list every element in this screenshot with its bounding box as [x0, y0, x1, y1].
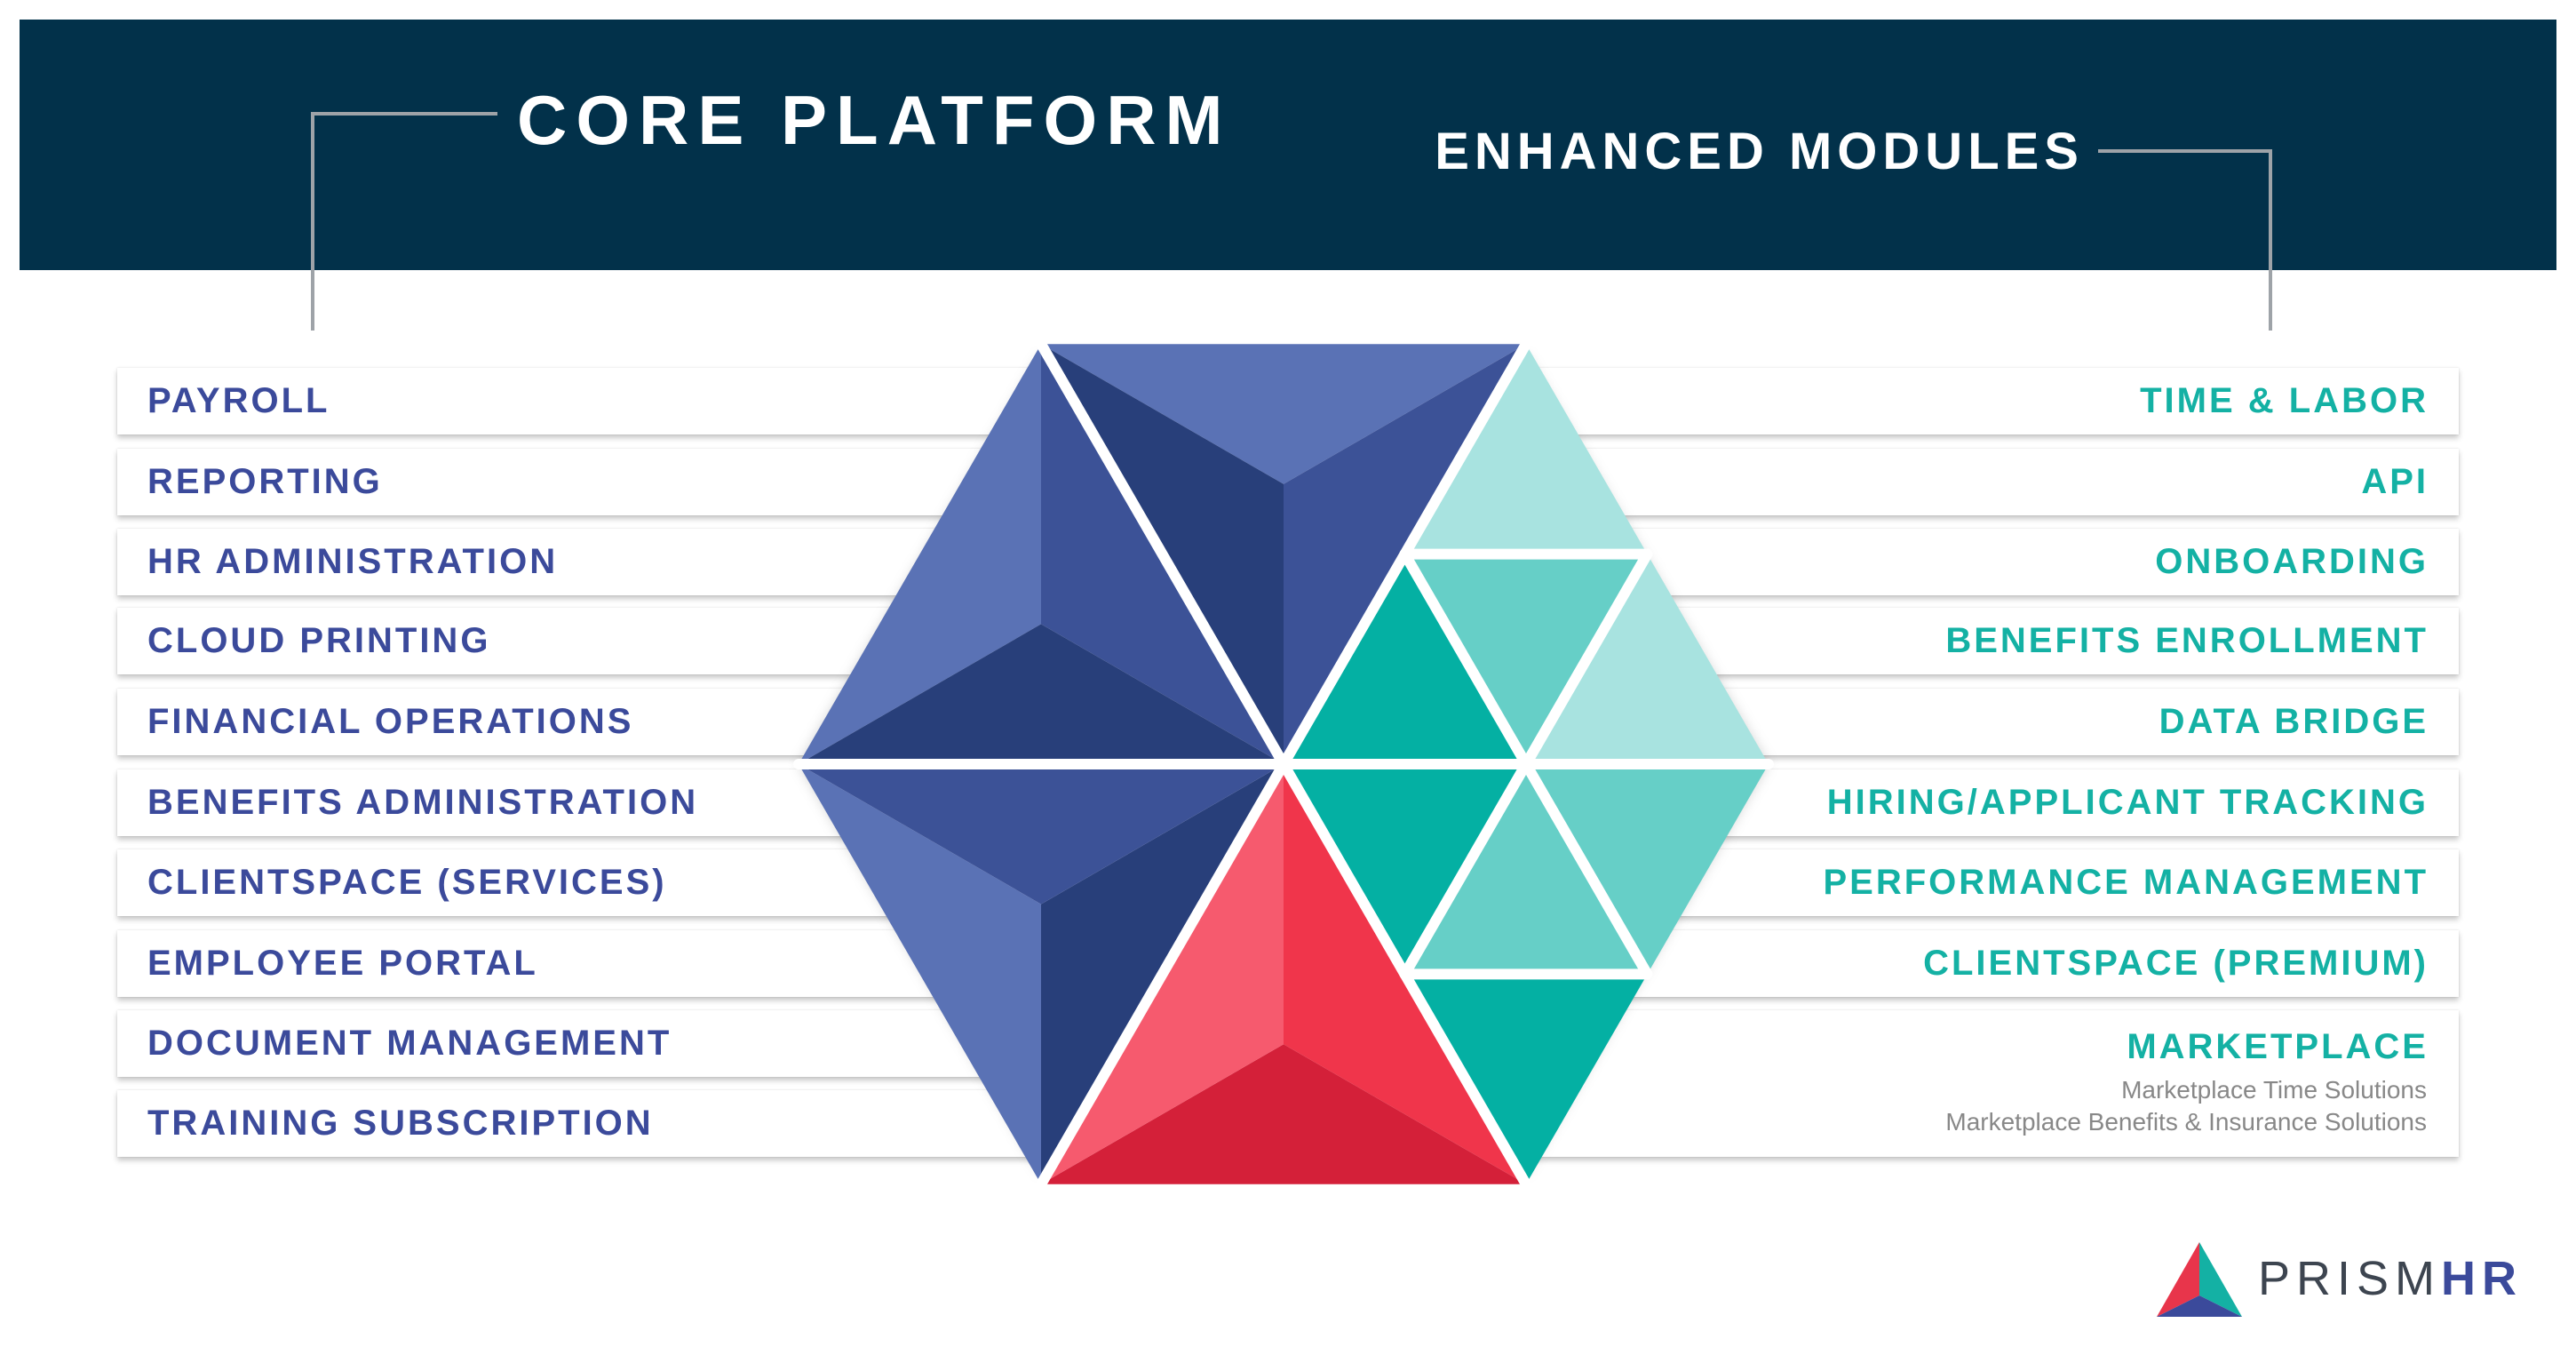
core-module-label: CLIENTSPACE (SERVICES): [147, 863, 667, 902]
core-module-label: HR ADMINISTRATION: [147, 542, 559, 581]
divider-teal: [1399, 548, 1531, 769]
core-module-label: REPORTING: [147, 462, 383, 501]
enhanced-module-label: BENEFITS ENROLLMENT: [1945, 621, 2429, 660]
enhanced-row[interactable]: TIME & LABOR: [1395, 368, 2459, 434]
upper-right-teal-triangle: [1526, 554, 1769, 764]
upper-left-blue-pyramid-facet: [799, 344, 1041, 764]
bottom-red-pyramid-facet: [1041, 1044, 1526, 1184]
enhanced-modules-title: ENHANCED MODULES: [1435, 123, 2084, 180]
enhanced-module-label: CLIENTSPACE (PREMIUM): [1923, 944, 2429, 983]
hexagon-dividers: [793, 339, 1774, 1190]
header-banner: [20, 20, 2556, 270]
marketplace-sub-item: Marketplace Benefits & Insurance Solutio…: [1945, 1108, 2427, 1136]
lower-left-blue-pyramid-facet: [799, 764, 1041, 1184]
core-module-label: BENEFITS ADMINISTRATION: [147, 783, 699, 822]
upper-right-teal-triangle: [1404, 344, 1648, 554]
enhanced-module-label: MARKETPLACE: [2127, 1027, 2429, 1066]
lower-right-teal-triangle: [1526, 764, 1769, 975]
lower-right-teal-triangle: [1404, 974, 1648, 1184]
divider-diagonal-b: [1036, 339, 1531, 1190]
enhanced-module-label: PERFORMANCE MANAGEMENT: [1823, 863, 2429, 902]
logo-facet-teal: [2199, 1242, 2242, 1317]
core-module-label: CLOUD PRINTING: [147, 621, 491, 660]
upper-left-blue-pyramid-facet: [799, 624, 1284, 764]
divider-teal: [1521, 548, 1653, 769]
upper-right-teal-triangle: [1284, 554, 1526, 764]
lower-left-blue-pyramid-facet: [799, 764, 1284, 905]
marketplace-sub-item: Marketplace Time Solutions: [2121, 1076, 2427, 1104]
core-module-label: PAYROLL: [147, 381, 330, 420]
lower-right-teal-triangle: [1404, 764, 1648, 975]
core-module-label: TRAINING SUBSCRIPTION: [147, 1104, 654, 1143]
core-module-label: DOCUMENT MANAGEMENT: [147, 1024, 672, 1063]
lower-right-teal-triangle: [1284, 764, 1526, 975]
core-module-label: FINANCIAL OPERATIONS: [147, 702, 634, 741]
enhanced-bracket-line: [2098, 149, 2272, 331]
enhanced-module-label: HIRING/APPLICANT TRACKING: [1826, 783, 2429, 822]
top-blue-pyramid-facet: [1041, 344, 1526, 484]
logo-facet-red: [2157, 1242, 2199, 1317]
enhanced-module-label: TIME & LABOR: [2140, 381, 2429, 420]
enhanced-module-label: DATA BRIDGE: [2159, 702, 2429, 741]
logo-facet-blue: [2157, 1295, 2242, 1317]
enhanced-module-label: ONBOARDING: [2155, 542, 2429, 581]
upper-right-teal-triangle: [1404, 554, 1648, 764]
divider-teal: [1521, 759, 1653, 980]
core-platform-title: CORE PLATFORM: [517, 81, 1232, 159]
core-module-label: EMPLOYEE PORTAL: [147, 944, 538, 983]
prismhr-wordmark: PRISMHR: [2258, 1255, 2523, 1303]
enhanced-module-label: API: [2361, 462, 2429, 501]
prism-logo-icon: [2157, 1242, 2242, 1317]
logo-prism-text: PRISM: [2258, 1252, 2442, 1305]
divider-teal: [1399, 759, 1531, 980]
core-bracket-line: [311, 112, 497, 331]
logo-hr-text: HR: [2441, 1252, 2524, 1305]
